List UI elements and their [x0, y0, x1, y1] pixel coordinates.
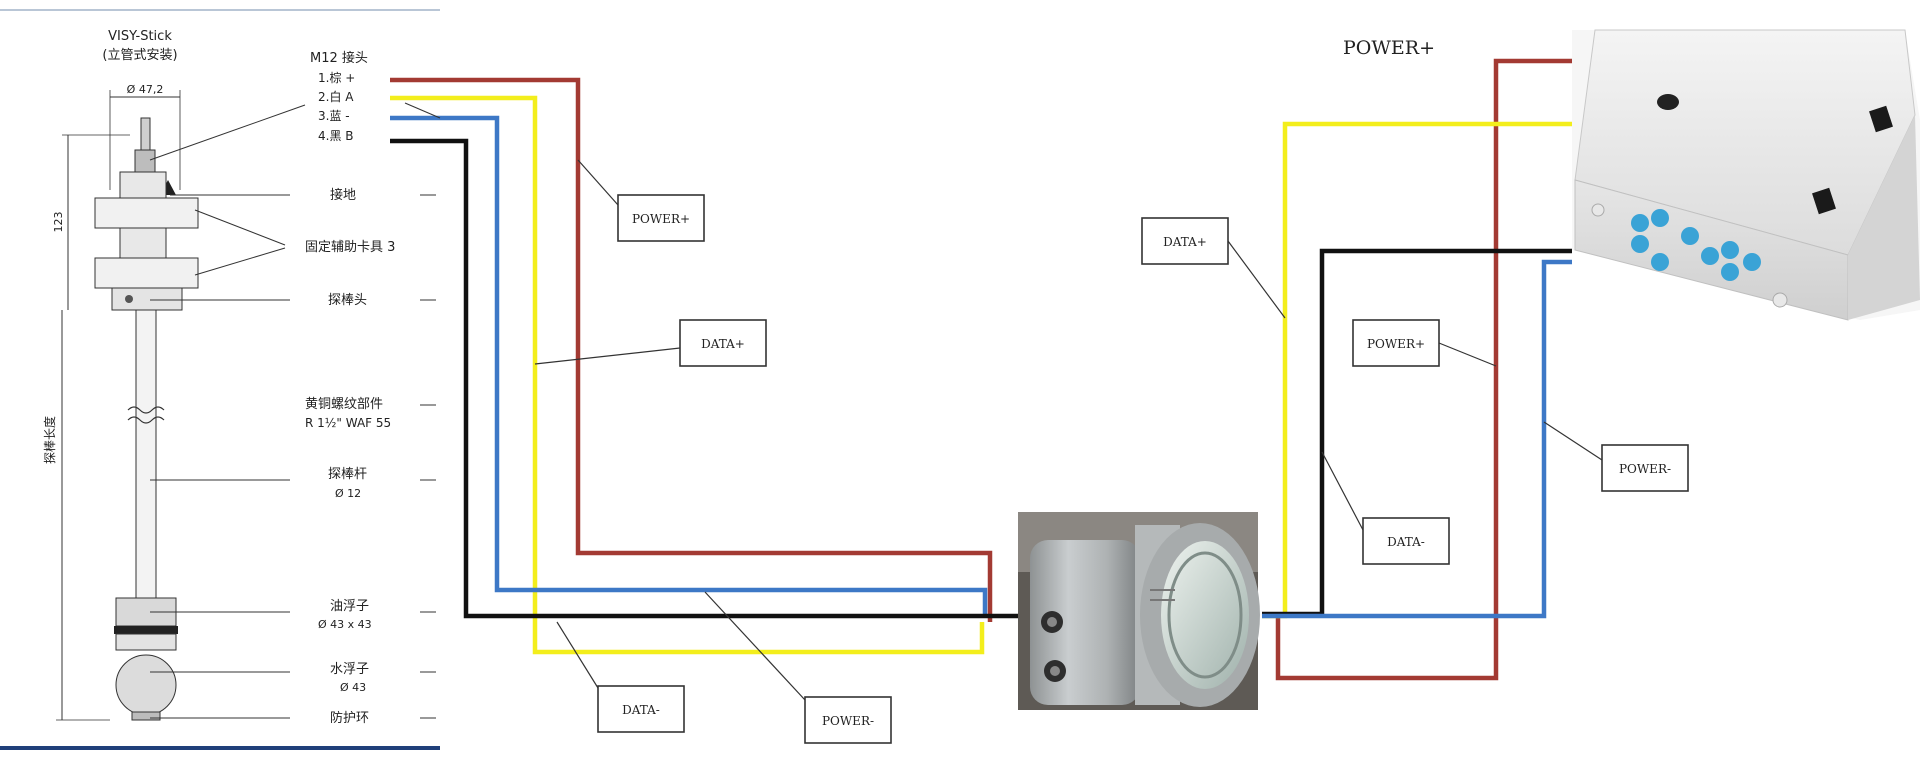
diameter-top-label: Ø 47,2 [127, 83, 164, 96]
ground-label: 接地 [330, 187, 356, 203]
callout-left-data-minus-text: DATA- [622, 703, 660, 717]
probe-length-label: 探棒长度 [42, 416, 57, 464]
length-label: 123 [52, 212, 65, 233]
right-callouts: POWER+ DATA+ POWER+ DATA- POWER- [1141, 37, 1689, 565]
callout-left-data-minus [597, 685, 685, 733]
callout-left-data-plus-text: DATA+ [701, 337, 745, 351]
probe-subtitle: (立管式安装) [102, 48, 177, 63]
right-power-plus-title: POWER+ [1343, 37, 1435, 59]
callout-right-data-minus [1362, 517, 1450, 565]
callout-right-power-minus-text: POWER- [1619, 462, 1671, 476]
guard-ring-label: 防护环 [330, 710, 369, 726]
wire-black-left [390, 138, 1020, 619]
callout-left-power-minus [804, 696, 892, 744]
wire-brown-right [1275, 58, 1572, 681]
water-float-label-2: Ø 43 [340, 681, 366, 694]
pin-4-label: 4.黑 B [318, 129, 354, 143]
clamp-label: 固定辅助卡具 3 [305, 240, 395, 255]
callout-right-power-plus-text: POWER+ [1367, 337, 1425, 351]
thread-label-2: R 1½" WAF 55 [305, 416, 391, 430]
callout-left-data-plus [679, 319, 767, 367]
pin-1-label: 1.棕 + [318, 70, 355, 85]
callout-left-power-minus-text: POWER- [822, 714, 874, 728]
wire-brown-left [390, 77, 993, 622]
callout-right-power-minus [1601, 444, 1689, 492]
callout-right-data-plus-text: DATA+ [1163, 235, 1207, 249]
probe-head-label: 探棒头 [328, 293, 367, 308]
left-callouts: POWER+ DATA+ DATA- POWER- [534, 159, 892, 744]
water-float-label-1: 水浮子 [330, 662, 369, 677]
oil-float-label-2: Ø 43 x 43 [318, 618, 372, 631]
wire-blue-right [1262, 259, 1572, 619]
rod-label-2: Ø 12 [335, 487, 361, 500]
probe-title: VISY-Stick [108, 29, 172, 44]
pin-2-label: 2.白 A [318, 89, 354, 104]
pin-3-label: 3.蓝 - [318, 109, 350, 123]
callout-right-data-minus-text: DATA- [1387, 535, 1425, 549]
oil-float-label-1: 油浮子 [330, 599, 369, 614]
right-wires [1262, 58, 1572, 681]
connector-title: M12 接头 [310, 50, 368, 66]
wire-yellow-left [390, 95, 985, 655]
junction-box-icon [1018, 512, 1260, 710]
probe-drawing: VISY-Stick (立管式安装) Ø 47,2 123 探棒长度 [42, 29, 436, 726]
control-box-icon [1572, 29, 1920, 321]
callout-left-power-plus-text: POWER+ [632, 212, 690, 226]
callout-left-power-plus [617, 194, 705, 242]
thread-label-1: 黄铜螺纹部件 [305, 397, 383, 412]
left-wires [390, 77, 1020, 655]
callout-right-power-plus [1352, 319, 1440, 367]
rod-label-1: 探棒杆 [328, 467, 367, 482]
wire-blue-left [390, 115, 988, 616]
